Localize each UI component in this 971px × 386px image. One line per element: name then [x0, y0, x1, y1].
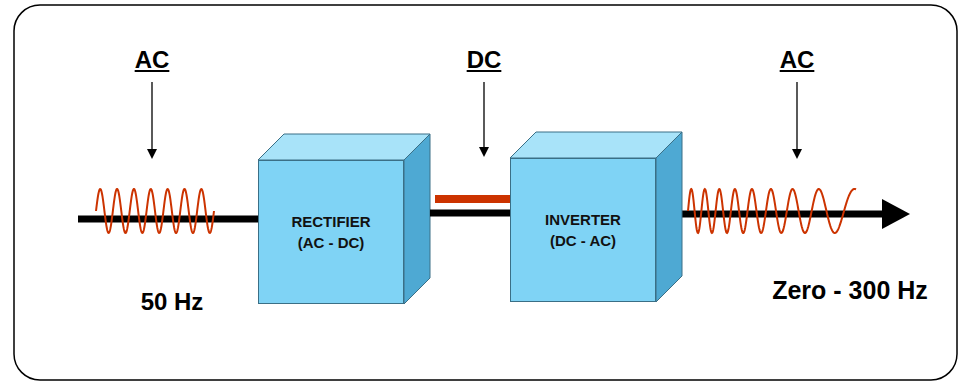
- box-text: (AC - DC): [298, 232, 365, 253]
- box-text: (DC - AC): [550, 230, 616, 251]
- frame: [14, 5, 957, 380]
- cube-top: [510, 132, 682, 158]
- ac-wave-50hz: [96, 189, 214, 233]
- signal-label: DC: [467, 46, 502, 74]
- frequency-label: 50 Hz: [141, 288, 204, 316]
- converter-box: RECTIFIER(AC - DC): [258, 160, 404, 304]
- frequency-label: Zero - 300 Hz: [772, 276, 928, 305]
- cube-top: [258, 134, 430, 160]
- dc-bar: [435, 195, 515, 203]
- cube-side: [404, 134, 430, 304]
- box-text: RECTIFIER: [291, 211, 370, 232]
- signal-label: AC: [135, 46, 170, 74]
- cube-side: [656, 132, 682, 302]
- label-arrows: [147, 82, 802, 159]
- converter-box: INVERTER(DC - AC): [510, 158, 656, 302]
- cube-faces: [258, 132, 682, 304]
- dc-link: [430, 210, 510, 217]
- output-arrowhead: [882, 199, 910, 229]
- ac-wave-variable: [688, 189, 856, 233]
- box-text: INVERTER: [545, 209, 621, 230]
- signal-label: AC: [780, 46, 815, 74]
